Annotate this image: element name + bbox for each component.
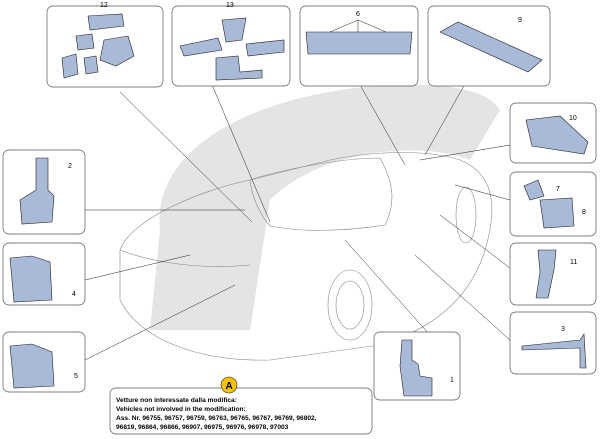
callout-3: 3	[561, 326, 565, 333]
part-box-11[interactable]: 11	[509, 242, 597, 306]
part-box-5[interactable]: 5	[2, 331, 86, 393]
part-box-2[interactable]: 2	[2, 149, 86, 235]
note-line-italian: Vetture non interessate dalla modifica:	[116, 397, 237, 404]
note-line-assembly-1: Ass. Nr. 96755, 96757, 96759, 96763, 967…	[116, 415, 317, 422]
callout-2: 2	[68, 163, 72, 170]
part-box-4[interactable]: 4	[2, 242, 86, 306]
modification-note: A Vetture non interessate dalla modifica…	[109, 376, 373, 435]
callout-10: 10	[569, 115, 577, 122]
callout-13: 13	[226, 2, 234, 9]
part-box-3[interactable]: 3	[509, 311, 597, 375]
callout-4: 4	[72, 291, 76, 298]
part-box-6[interactable]: 6	[299, 5, 419, 87]
callout-11: 11	[570, 259, 577, 266]
note-line-assembly-2: 96819, 96864, 96866, 96907, 96975, 96976…	[116, 424, 289, 431]
callout-1: 1	[450, 377, 454, 384]
callout-12: 12	[100, 2, 108, 9]
part-box-12[interactable]: 12	[46, 2, 164, 88]
callout-5: 5	[74, 373, 78, 380]
callout-9: 9	[518, 17, 522, 24]
note-badge	[220, 376, 238, 394]
part-box-9[interactable]: 9	[427, 5, 551, 87]
callout-7: 7	[556, 186, 560, 193]
part-box-1[interactable]: 1	[373, 331, 461, 401]
callout-8: 8	[582, 209, 586, 216]
car-outline	[119, 152, 493, 361]
leader-lines	[84, 57, 511, 361]
part-box-7-8[interactable]: 7 8	[509, 171, 597, 237]
watermark-logo	[150, 84, 500, 330]
note-badge-letter: A	[226, 381, 233, 392]
callout-6: 6	[356, 11, 360, 18]
part-box-13[interactable]: 13	[171, 2, 291, 87]
note-line-english: Vehicles not involved in the modificatio…	[116, 406, 246, 413]
part-box-10[interactable]: 10	[509, 102, 597, 164]
